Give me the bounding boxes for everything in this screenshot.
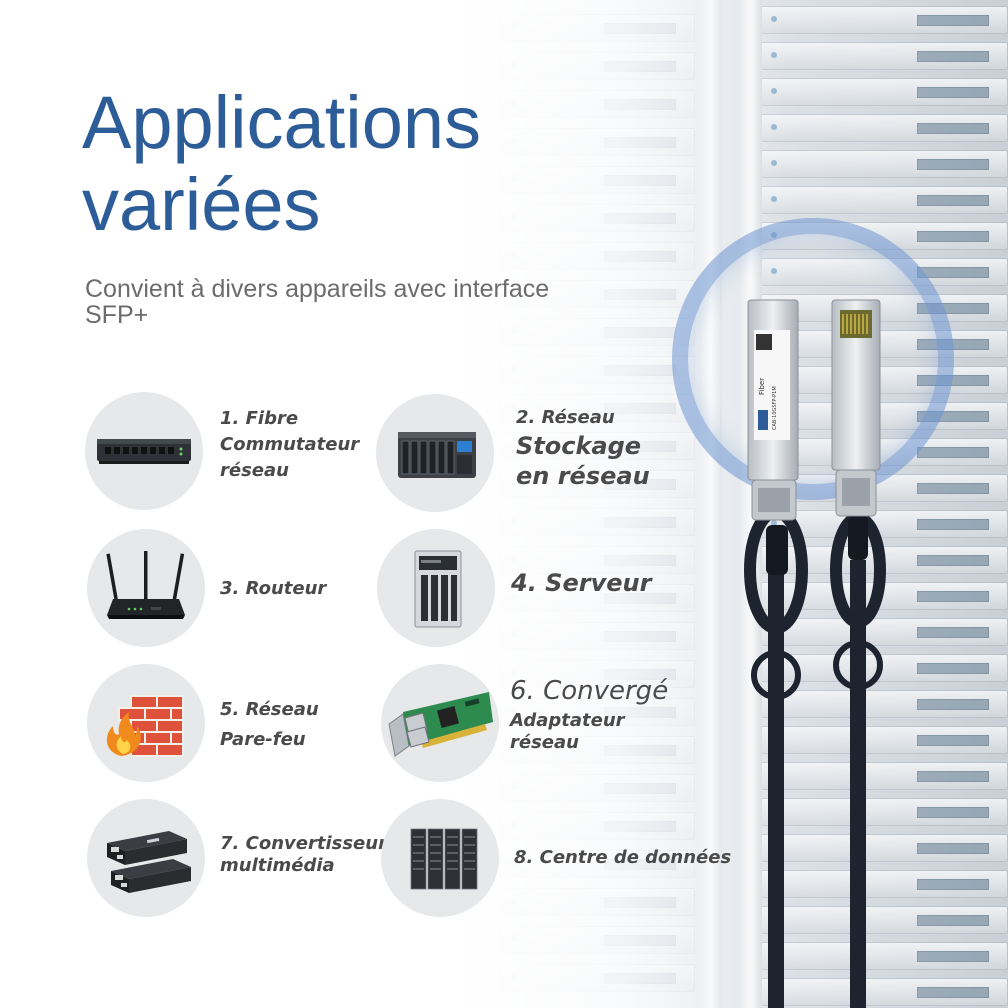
network-adapter-card-icon — [381, 664, 499, 782]
application-label-converter: 7. Convertisseur multimédia — [220, 833, 387, 876]
application-label-datacenter: 8. Centre de données — [514, 847, 732, 868]
application-label-nas: 2. Réseau Stockage en réseau — [516, 407, 650, 490]
application-label-adapter: 6. Convergé Adaptateur réseau — [510, 676, 669, 753]
module-brand: Fiber — [758, 378, 766, 395]
firewall-icon — [87, 664, 205, 782]
server-tower-icon — [377, 529, 495, 647]
application-label-switch: 1. Fibre Commutateur réseau — [220, 408, 360, 481]
data-center-racks-icon — [381, 799, 499, 917]
network-switch-icon — [85, 392, 203, 510]
page-title: Applications variées — [82, 81, 482, 246]
application-label-firewall: 5. Réseau Pare-feu — [220, 699, 319, 750]
application-label-router: 3. Routeur — [220, 578, 327, 599]
router-icon — [87, 529, 205, 647]
application-label-server: 4. Serveur — [511, 569, 652, 597]
page-subtitle: Convient à divers appareils avec interfa… — [85, 275, 550, 329]
sfp-plus-dac-cable-icon: Fiber CAB-10GSFP-P1M — [744, 299, 886, 1008]
module-model: CAB-10GSFP-P1M — [772, 386, 778, 430]
media-converter-icon — [87, 799, 205, 917]
nas-storage-icon — [376, 394, 494, 512]
